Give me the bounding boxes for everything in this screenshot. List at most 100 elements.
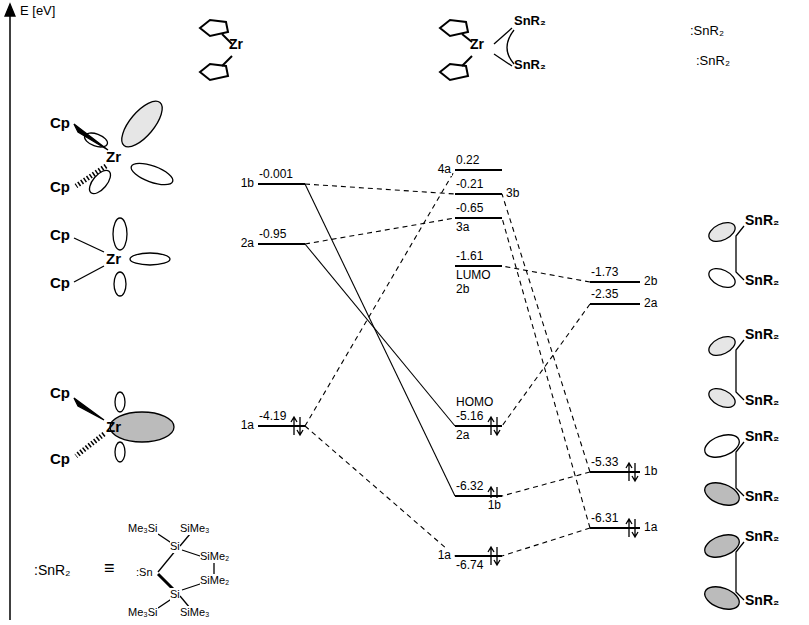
- energy-level: 1a-4.19: [258, 425, 305, 427]
- electron-pair: [486, 545, 502, 567]
- orbital-label: 4a: [437, 162, 452, 176]
- axis-label: E [eV]: [20, 4, 55, 19]
- energy-level: -1.61LUMO2b: [455, 265, 502, 267]
- atom-label: Si: [170, 540, 180, 553]
- energy-level: -1.732b: [590, 281, 640, 283]
- orbital-label: 1b: [487, 498, 502, 512]
- atom-label: Zr: [106, 250, 121, 267]
- substituent-label: SiMe₂: [200, 550, 229, 563]
- correlation-line: [305, 170, 455, 426]
- correlation-line: [305, 184, 455, 496]
- fragment-label: SnR₂: [745, 528, 779, 544]
- energy-level: 1b-0.001: [258, 183, 305, 185]
- energy-level: -2.352a: [590, 303, 640, 305]
- fragment-label: SnR₂: [514, 58, 546, 73]
- energy-level: -0.213b: [455, 193, 502, 195]
- energy-value: -0.65: [455, 201, 484, 215]
- ligand-label: Cp: [50, 450, 70, 467]
- fragment-label: SnR₂: [745, 326, 779, 342]
- orbital-1b-zr: [74, 95, 175, 197]
- energy-value: -2.35: [590, 287, 619, 301]
- orbital-label: 3a: [455, 220, 470, 234]
- substituent-label: SiMe₃: [180, 522, 210, 535]
- fragment-label: SnR₂: [745, 592, 779, 608]
- equivalence-sign: ≡: [104, 558, 115, 579]
- energy-value: -6.74: [455, 558, 484, 572]
- atom-label: :Sn: [136, 566, 153, 579]
- complex-structure: [440, 20, 514, 80]
- energy-value: -6.32: [455, 479, 484, 493]
- electron-pair: [624, 517, 640, 539]
- energy-value: -6.31: [590, 511, 619, 525]
- orbital-label: 2b: [455, 282, 470, 296]
- fragment-label: SnR₂: [745, 272, 779, 288]
- correlation-line: [502, 472, 590, 496]
- correlation-line: [305, 244, 455, 426]
- correlation-line: [502, 218, 590, 528]
- atom-label: Si: [170, 588, 180, 601]
- energy-value: 0.22: [455, 153, 480, 167]
- ligand-label: Cp: [50, 274, 70, 291]
- energy-value: -4.19: [258, 409, 287, 423]
- energy-level: -0.653a: [455, 217, 502, 219]
- orbital-label: 1b: [643, 464, 658, 478]
- energy-value: -0.001: [258, 167, 294, 181]
- electron-pair: [289, 415, 305, 437]
- energy-level: 4a0.22: [455, 169, 502, 171]
- orbital-label: 1a: [437, 548, 452, 562]
- orbital-label: 2b: [643, 274, 658, 288]
- electron-pair: [624, 461, 640, 483]
- fragment-label: :SnR₂: [696, 54, 730, 69]
- orbital-2a-zr: [74, 218, 170, 296]
- fragment-label: SnR₂: [514, 14, 546, 29]
- correlation-line: [305, 218, 455, 244]
- energy-value: -5.16: [455, 409, 484, 423]
- axis-arrowhead: [5, 4, 15, 16]
- correlation-line: [502, 266, 590, 282]
- energy-level: -6.311a: [590, 527, 640, 529]
- orbital-label: 2a: [240, 236, 255, 250]
- fragment-label: :SnR₂: [690, 24, 724, 39]
- orbital-1b-sn: [702, 430, 744, 509]
- cp2zr-structure: [200, 20, 232, 80]
- electron-pair: [486, 415, 502, 437]
- energy-level: 2a-0.95: [258, 243, 305, 245]
- correlation-line: [305, 184, 455, 194]
- orbital-1a-zr: [74, 392, 174, 462]
- correlation-line: [305, 426, 455, 556]
- energy-level: -5.331b: [590, 471, 640, 473]
- atom-label: Zr: [229, 36, 243, 52]
- energy-level: HOMO-5.162a: [455, 425, 502, 427]
- fragment-label: SnR₂: [745, 428, 779, 444]
- correlation-line: [502, 528, 590, 556]
- correlation-line: [502, 194, 590, 472]
- fragment-label: :SnR₂: [34, 562, 71, 578]
- energy-value: -1.61: [455, 249, 484, 263]
- atom-label: Zr: [106, 148, 121, 165]
- fragment-label: SnR₂: [745, 488, 779, 504]
- ligand-label: Cp: [50, 226, 70, 243]
- substituent-label: Me₃Si: [128, 606, 158, 619]
- orbital-label: 2a: [455, 428, 470, 442]
- orbital-label: 1b: [240, 176, 255, 190]
- ligand-label: Cp: [50, 384, 70, 401]
- fragment-label: SnR₂: [745, 212, 779, 228]
- atom-label: Zr: [106, 418, 121, 435]
- energy-level: 1a-6.74: [455, 555, 502, 557]
- orbital-2b-sn: [706, 219, 744, 291]
- orbital-label: 1a: [240, 418, 255, 432]
- orbital-label: 2a: [643, 296, 658, 310]
- ligand-label: Cp: [50, 114, 70, 131]
- energy-value: -0.95: [258, 227, 287, 241]
- orbital-label: 1a: [643, 520, 658, 534]
- substituent-label: SiMe₃: [180, 606, 210, 619]
- energy-level: -6.321b: [455, 495, 502, 497]
- substituent-label: SiMe₂: [200, 574, 229, 587]
- atom-label: Zr: [470, 36, 484, 52]
- ligand-label: Cp: [50, 178, 70, 195]
- substituent-label: Me₃Si: [128, 522, 158, 535]
- energy-axis: [9, 14, 11, 620]
- correlation-line: [502, 304, 590, 426]
